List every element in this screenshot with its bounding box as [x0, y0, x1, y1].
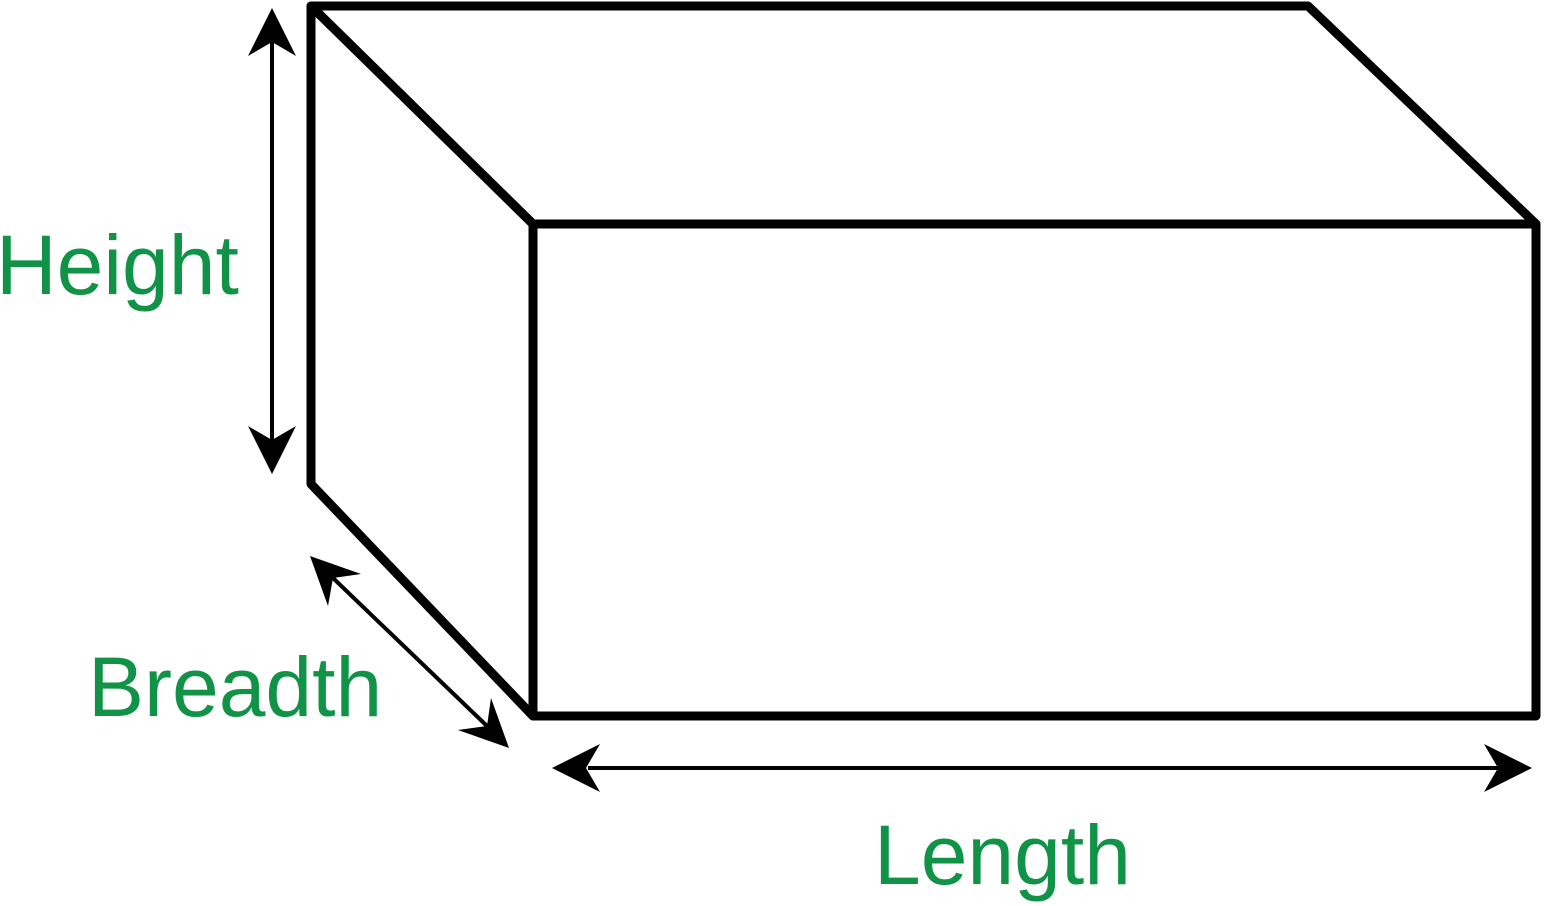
height-label: Height [0, 218, 239, 312]
length-arrow-head-right [1484, 744, 1532, 792]
cuboid-front-face [528, 219, 1541, 721]
breadth-dimension-arrow [310, 556, 509, 748]
breadth-arrow-line [331, 576, 489, 728]
length-label: Length [874, 808, 1131, 902]
cuboid-side-face [306, 1, 538, 721]
length-arrow-head-left [552, 744, 600, 792]
breadth-label: Breadth [88, 640, 382, 734]
height-arrow-head-bottom [248, 426, 296, 474]
height-dimension-arrow [248, 8, 296, 474]
height-arrow-head-top [248, 8, 296, 56]
length-dimension-arrow [552, 744, 1532, 792]
cuboid [306, 1, 1541, 721]
breadth-arrow-head-lower [458, 698, 509, 748]
breadth-arrow-head-upper [310, 556, 361, 606]
